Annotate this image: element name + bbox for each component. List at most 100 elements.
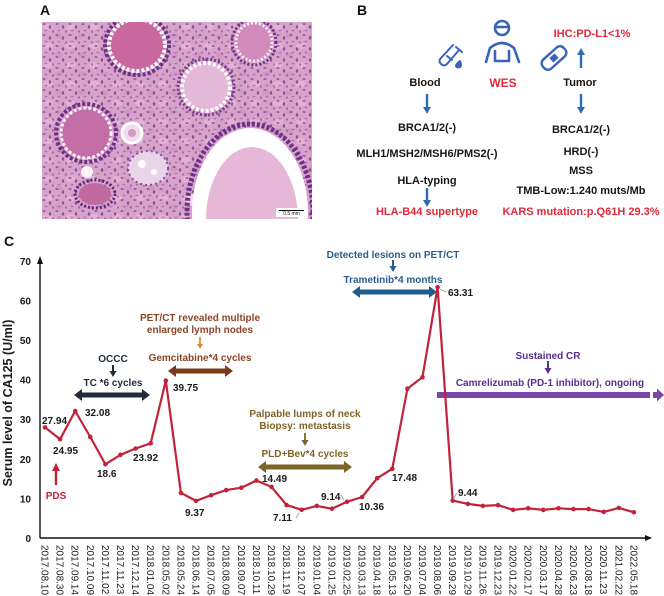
data-point (601, 509, 606, 515)
svg-text:TC *6 cycles: TC *6 cycles (84, 378, 143, 389)
svg-text:Gemcitabine*4 cycles: Gemcitabine*4 cycles (149, 353, 252, 364)
test-tube-icon (438, 44, 463, 69)
x-tick-label: 2020.11.23 (597, 545, 608, 595)
x-tick-label: 2017.08.30 (54, 545, 65, 595)
data-label: 7.11 (273, 513, 292, 524)
x-tick-label: 2017.11.23 (114, 545, 125, 595)
tumor-item: HRD(-) (563, 146, 599, 158)
x-tick-label: 2019.12.23 (492, 545, 503, 595)
x-tick-label: 2020.08.18 (582, 545, 593, 595)
svg-text:Detected lesions on PET/CT: Detected lesions on PET/CT (327, 250, 460, 261)
blood-result: HLA-B44 supertype (375, 206, 479, 218)
y-tick-label: 30 (20, 415, 32, 426)
x-tick-label: 2022.05.18 (627, 545, 638, 595)
y-axis-label: Serum level of CA125 (U/ml) (1, 320, 15, 487)
x-tick-label: 2018.07.05 (205, 545, 216, 595)
tissue-slide-icon (540, 45, 568, 71)
data-point (510, 507, 516, 513)
blood-item: HLA-typing (397, 175, 457, 187)
data-point (57, 436, 63, 442)
x-tick-label: 2019.03.13 (356, 545, 367, 595)
wes-title: WES (489, 76, 517, 90)
x-tick-label: 2019.01.25 (325, 545, 336, 595)
ongoing-arrow-icon (653, 388, 664, 402)
blood-item: MLH1/MSH2/MSH6/PMS2(-) (356, 148, 498, 160)
annotation-trametinib: Detected lesions on PET/CT Trametinib*4 … (327, 250, 460, 298)
x-tick-label: 2020.03.17 (537, 545, 548, 595)
svg-text:Sustained CR: Sustained CR (515, 351, 581, 362)
x-tick-label: 2018.11.19 (280, 545, 291, 595)
data-point (465, 501, 471, 507)
svg-text:Palpable lumps of neck: Palpable lumps of neck (249, 409, 361, 420)
panel-b-label: B (357, 2, 368, 18)
data-point (208, 492, 214, 498)
data-point (299, 507, 305, 513)
ihc-result: IHC:PD-L1<1% (553, 28, 631, 40)
x-tick-label: 2019.11.26 (476, 545, 487, 595)
y-tick-label: 0 (25, 534, 31, 545)
svg-text:Biopsy: metastasis: Biopsy: metastasis (259, 421, 351, 432)
annotation-pds: PDS (46, 463, 67, 502)
y-tick-label: 70 (20, 257, 32, 268)
pld-bev-duration-arrow (258, 461, 352, 473)
tumor-result: KARS mutation:p.Q61H 29.3% (502, 206, 660, 218)
tumor-item: BRCA1/2(-) (551, 124, 611, 136)
x-tick-label: 2019.04.18 (371, 545, 382, 595)
tumor-item: MSS (569, 165, 593, 177)
blood-item: BRCA1/2(-) (397, 122, 457, 134)
data-point (103, 462, 108, 467)
patient-icon (484, 19, 521, 64)
scale-bar-label: 0.5 mm (283, 211, 300, 217)
data-point (616, 505, 622, 511)
data-point (314, 503, 320, 509)
data-point (374, 475, 380, 481)
annotation-camrelizumab: Sustained CR Camrelizumab (PD-1 inhibito… (437, 351, 664, 402)
svg-text:OCCC: OCCC (98, 354, 127, 365)
annotation-pld-bev: Palpable lumps of neck Biopsy: metastasi… (249, 409, 361, 473)
x-tick-label: 2017.12.14 (129, 545, 140, 595)
data-point (329, 506, 335, 512)
data-label: 24.95 (53, 446, 78, 457)
x-tick-label: 2020.04.28 (552, 545, 563, 595)
data-point (269, 484, 274, 490)
x-tick-label: 2020.02.17 (522, 545, 533, 595)
x-tick-label: 2017.09.14 (69, 545, 80, 595)
svg-text:Camrelizumab (PD-1 inhibitor),: Camrelizumab (PD-1 inhibitor), ongoing (456, 378, 644, 389)
data-point (525, 506, 531, 511)
data-point (450, 498, 456, 503)
tumor-item: TMB-Low:1.240 muts/Mb (516, 185, 646, 197)
x-tick-label: 2018.12.07 (295, 545, 306, 595)
data-point (118, 452, 123, 458)
chart-axes (37, 256, 652, 541)
data-point (148, 441, 153, 446)
x-tick-label: 2019.01.04 (310, 545, 321, 595)
data-point (223, 487, 229, 493)
data-label: 32.08 (85, 408, 110, 419)
data-point (88, 434, 93, 440)
data-point (586, 506, 591, 512)
x-tick-label: 2018.09.07 (235, 545, 246, 595)
svg-text:PDS: PDS (46, 491, 67, 502)
histology-image (42, 22, 312, 219)
data-label: 9.37 (185, 508, 205, 519)
data-point (254, 478, 259, 483)
tc-duration-arrow (74, 389, 150, 401)
x-tick-label: 2018.10.11 (250, 545, 261, 595)
data-point (239, 485, 244, 491)
x-tick-label: 2018.05.24 (174, 545, 185, 595)
x-tick-label: 2017.11.02 (99, 545, 110, 595)
x-tick-label: 2017.10.09 (84, 545, 95, 595)
x-tick-label: 2018.05.02 (159, 545, 170, 595)
svg-text:PET/CT revealed multiple: PET/CT revealed multiple (140, 313, 260, 324)
data-labels: 27.94 24.95 32.08 18.6 23.92 39.75 9.37 … (42, 288, 478, 524)
data-point (556, 506, 561, 511)
data-label: 23.92 (133, 453, 158, 464)
data-label: 27.94 (42, 416, 67, 427)
x-tick-label: 2018.01.04 (144, 545, 155, 595)
x-tick-label: 2019.05.13 (386, 545, 397, 595)
data-point (344, 499, 350, 505)
data-point (495, 502, 501, 508)
